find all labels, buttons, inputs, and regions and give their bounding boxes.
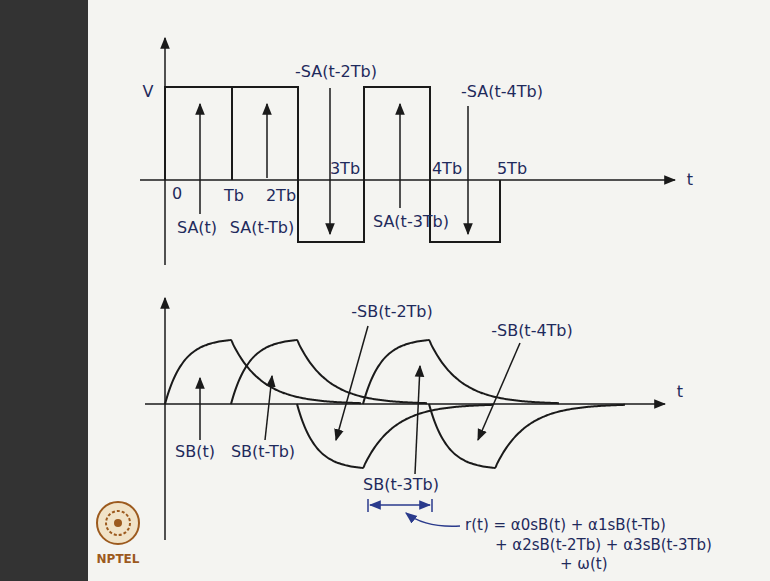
exponential-pulse — [363, 340, 559, 404]
logo-text: NPTEL — [97, 553, 140, 567]
equation-line: + α2sB(t-2Tb) + α3sB(t-3Tb) — [495, 537, 712, 554]
tick-label: 5Tb — [497, 160, 527, 178]
axis-label: V — [143, 83, 154, 101]
pointer-arrow — [266, 104, 268, 178]
bracket-tick — [367, 499, 369, 512]
tick-label: 3Tb — [330, 160, 360, 178]
axis-label: t — [677, 383, 683, 401]
signal-label: -SB(t-2Tb) — [351, 303, 433, 321]
pointer-arrow — [199, 104, 201, 214]
pointer-arrow — [199, 378, 201, 440]
pointer-arrow — [415, 366, 420, 474]
pointer-arrow — [467, 106, 469, 234]
tick-label: 2Tb — [266, 187, 296, 205]
signal-label: -SB(t-4Tb) — [491, 322, 573, 340]
signal-label: SB(t) — [175, 443, 215, 461]
equation-line: r(t) = α0sB(t) + α1sB(t-Tb) — [465, 517, 666, 534]
signal-label: SA(t) — [177, 219, 217, 237]
callout-arrow — [406, 513, 460, 526]
pulse-divider — [231, 87, 233, 180]
signal-label: -SA(t-2Tb) — [295, 63, 377, 81]
nptel-logo — [97, 502, 139, 544]
signal-label: -SA(t-4Tb) — [461, 83, 543, 101]
tick-label: Tb — [224, 187, 244, 205]
signal-label: SB(t-3Tb) — [363, 476, 439, 494]
axis-label: t — [687, 171, 693, 189]
signal-label: SB(t-Tb) — [231, 443, 295, 461]
interval-bracket — [370, 504, 430, 506]
signal-label: SA(t-3Tb) — [373, 213, 449, 231]
pointer-arrow — [336, 326, 368, 440]
pointer-arrow — [478, 343, 520, 440]
exponential-pulse — [429, 404, 625, 468]
exponential-pulse — [231, 340, 427, 404]
time-axis — [140, 179, 675, 181]
time-axis — [145, 403, 665, 405]
tick-label: 0 — [172, 185, 182, 203]
pointer-arrow — [399, 104, 401, 208]
bracket-tick — [431, 499, 433, 512]
signal-label: SA(t-Tb) — [230, 219, 294, 237]
y-axis — [164, 298, 166, 540]
square-wave — [165, 87, 500, 242]
tick-label: 4Tb — [432, 160, 462, 178]
exponential-pulse — [297, 404, 493, 468]
pointer-arrow — [265, 376, 272, 440]
equation-line: + ω(t) — [560, 556, 607, 573]
